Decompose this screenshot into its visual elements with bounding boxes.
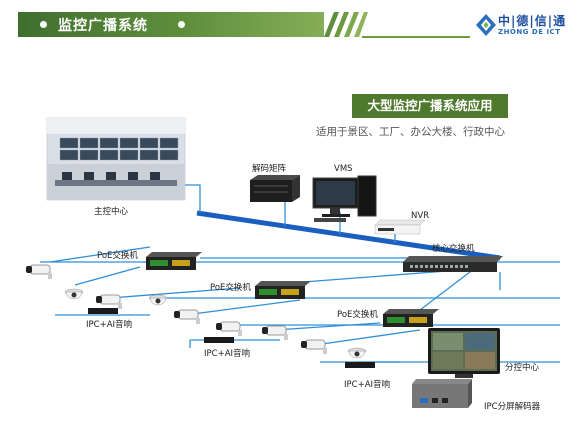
bullet-camera-icon [26,264,52,279]
application-subtitle: 适用于景区、工厂、办公大楼、行政中心 [316,126,505,138]
core-switch-device [403,256,503,272]
dome-camera-icon [148,294,168,306]
bullet-camera-icon [262,325,288,340]
decoder-matrix-device [250,175,300,202]
bullet-cameras [26,264,327,354]
ipc-decoder-device [412,379,472,408]
label-core-switch: 核心交换机 [432,243,475,254]
dome-camera-icon [64,288,84,300]
logo-cn-text: 中|德|信|通 [498,14,567,28]
ai-speaker-devices [88,308,375,368]
label-ipc-ai-1: IPC+AI音响 [86,319,132,330]
ai-speaker-icon [88,308,118,314]
label-decoder-matrix: 解码矩阵 [252,163,287,174]
label-poe-switch-2: PoE交换机 [210,282,251,293]
sub-control-monitor [428,328,500,378]
bullet-camera-icon [301,339,327,354]
label-poe-switch-3: PoE交换机 [337,309,378,320]
dome-camera-icon [347,347,367,359]
dome-cameras [64,288,367,359]
label-control-center: 主控中心 [94,206,129,217]
logo-en-text: ZHONG DE ICT [498,28,561,36]
label-sub-control: 分控中心 [505,362,540,373]
label-poe-switch-1: PoE交换机 [97,250,138,261]
label-vms: VMS [334,164,353,174]
application-badge: 大型监控广播系统应用 [352,94,508,118]
label-ipc-ai-3: IPC+AI音响 [344,379,390,390]
header: 监控广播系统 中|德|信|通 ZHONG DE ICT [0,0,580,44]
bullet-camera-icon [216,321,242,336]
network-links [40,184,560,375]
ai-speaker-icon [345,362,375,368]
label-ipc-decoder: IPC分屏解码器 [484,401,541,412]
vms-workstation [312,175,377,222]
poe-switch-2-device [255,281,311,299]
poe-switch-1-device [146,252,202,270]
header-dot-icon [178,21,185,28]
poe-switch-3-device [383,309,439,327]
page-title: 监控广播系统 [58,18,148,34]
header-divider [362,36,470,38]
control-center-room [46,117,186,201]
bullet-camera-icon [96,294,122,309]
header-stripes-icon [324,12,368,37]
label-ipc-ai-2: IPC+AI音响 [204,348,250,359]
nvr-device [374,219,426,235]
bullet-camera-icon [174,309,200,324]
logo-diamond-icon [476,14,496,36]
backbone-link [196,210,501,261]
ai-speaker-icon [204,337,234,343]
header-dot-icon [40,21,47,28]
header-bar [18,12,324,37]
label-nvr: NVR [411,211,429,221]
company-logo: 中|德|信|通 ZHONG DE ICT [476,12,572,40]
